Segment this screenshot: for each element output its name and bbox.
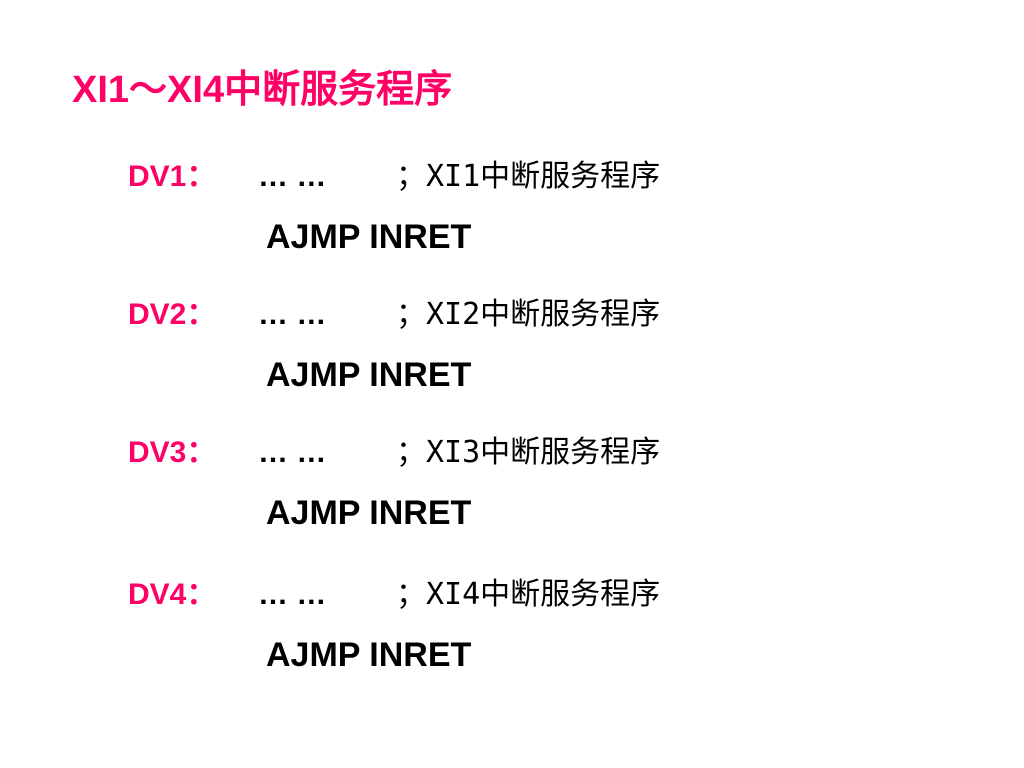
entry-label: DV4： [128,578,217,611]
entry-label: DV1： [128,160,217,193]
entry-comment: ；XI4中断服务程序 [396,577,661,612]
entry-ellipsis: … … [258,298,327,331]
entry-instruction: AJMP INRET [266,636,472,674]
slide-title: XI1～XI4中断服务程序 [72,69,453,111]
entry-instruction: AJMP INRET [266,218,472,256]
entry-dv3: DV3： … … ；XI3中断服务程序 AJMP INRET [128,428,928,544]
entry-dv4: DV4： … … ；XI4中断服务程序 AJMP INRET [128,570,928,686]
entry-comment: ；XI3中断服务程序 [396,435,661,470]
entry-comment: ；XI1中断服务程序 [396,159,661,194]
entry-line-code: DV3： … … ；XI3中断服务程序 [128,428,928,486]
entry-ellipsis: … … [258,160,327,193]
entry-ellipsis: … … [258,578,327,611]
entry-line-instruction: AJMP INRET [128,348,928,406]
entry-instruction: AJMP INRET [266,356,472,394]
entry-line-code: DV4： … … ；XI4中断服务程序 [128,570,928,628]
entry-dv1: DV1： … … ；XI1中断服务程序 AJMP INRET [128,152,928,268]
entry-comment: ；XI2中断服务程序 [396,297,661,332]
entry-line-code: DV1： … … ；XI1中断服务程序 [128,152,928,210]
entry-line-instruction: AJMP INRET [128,210,928,268]
entry-label: DV3： [128,436,217,469]
entry-dv2: DV2： … … ；XI2中断服务程序 AJMP INRET [128,290,928,406]
entry-ellipsis: … … [258,436,327,469]
entry-label: DV2： [128,298,217,331]
entry-line-code: DV2： … … ；XI2中断服务程序 [128,290,928,348]
entry-line-instruction: AJMP INRET [128,628,928,686]
entry-instruction: AJMP INRET [266,494,472,532]
entry-line-instruction: AJMP INRET [128,486,928,544]
